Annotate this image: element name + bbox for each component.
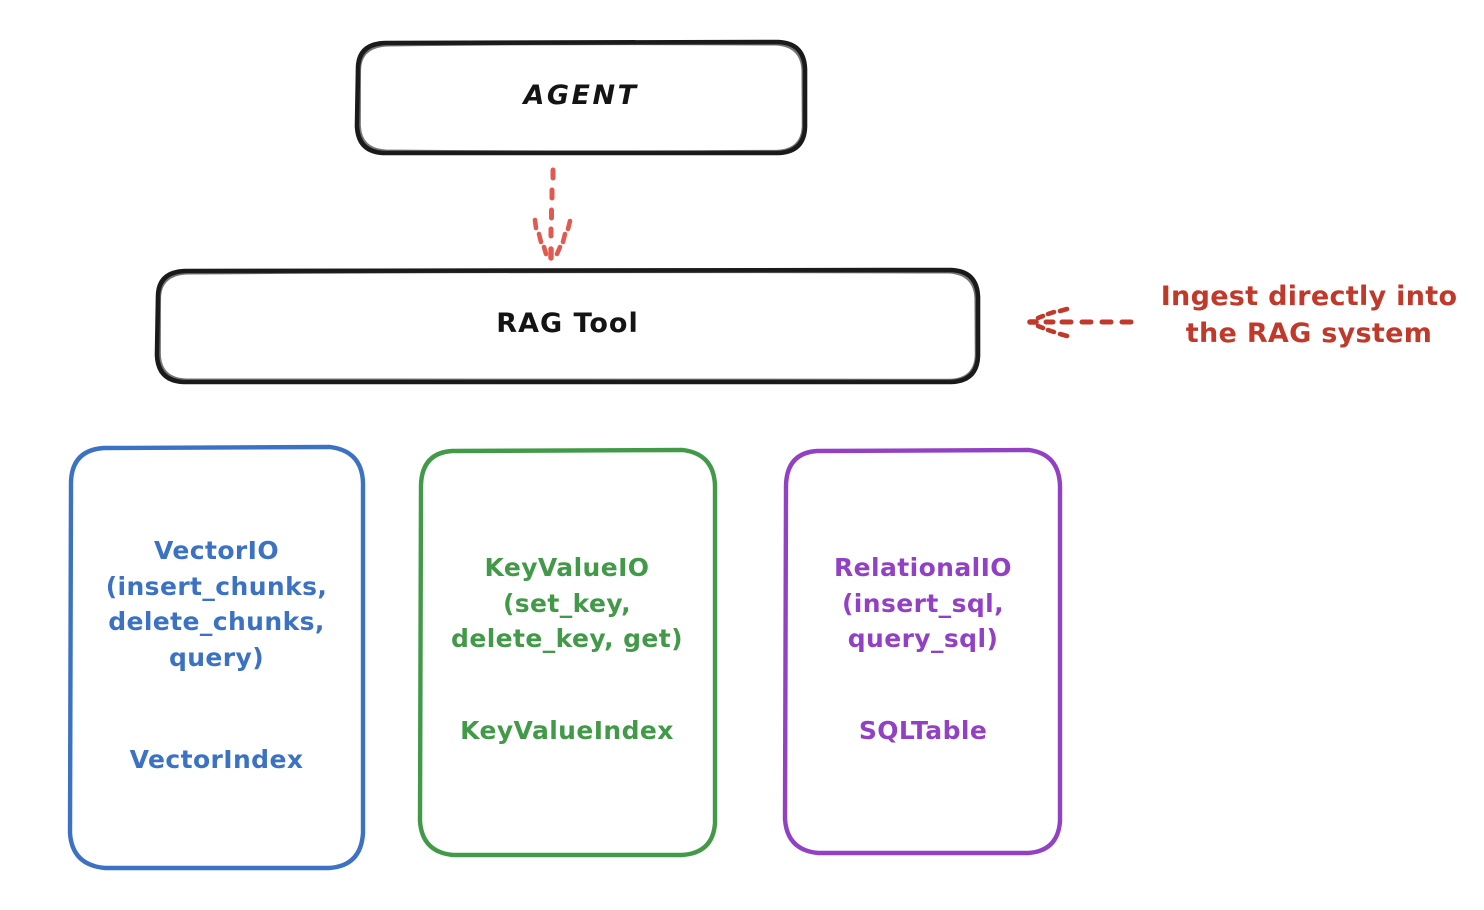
rag-tool-node-shape[interactable]	[154, 267, 981, 385]
ingest-arrow-icon	[1027, 306, 1134, 339]
agent-node-shape[interactable]	[354, 39, 808, 156]
relational-io-node-shape[interactable]	[782, 447, 1063, 856]
agent-to-rag-connector-icon	[532, 167, 573, 261]
vector-io-node-shape[interactable]	[67, 444, 366, 871]
key-value-io-node-shape[interactable]	[417, 447, 718, 858]
